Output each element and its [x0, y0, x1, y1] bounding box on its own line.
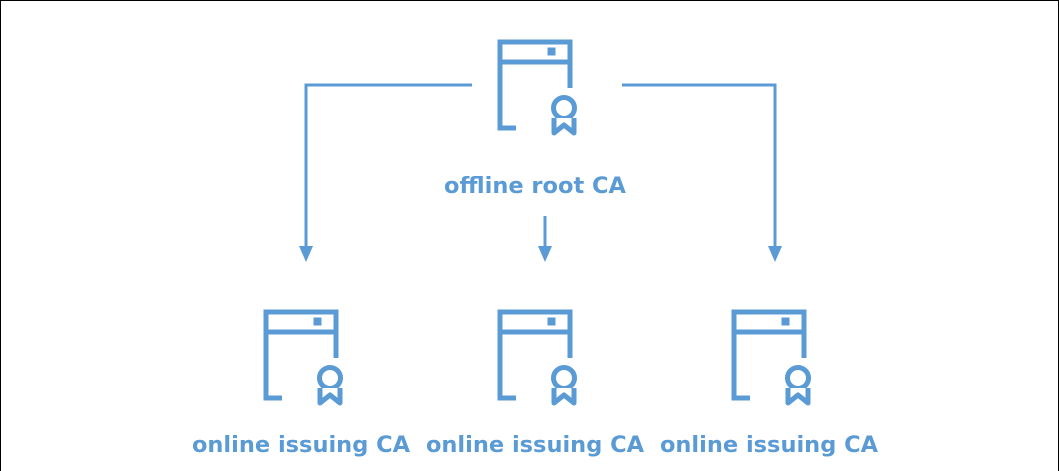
issuing-ca-server-icon [734, 312, 809, 403]
root-ca-label: offline root CA [444, 173, 627, 199]
issuing-ca-label: online issuing CA [192, 432, 411, 458]
connectors [299, 83, 782, 262]
arrow-head [299, 246, 313, 262]
issuing-ca-server-icon [266, 312, 341, 403]
connector-left [304, 83, 472, 250]
issuing-ca-label: online issuing CA [426, 432, 645, 458]
arrow-head [768, 246, 782, 262]
labels: offline root CA online issuing CA online i… [192, 173, 879, 458]
arrow-head [538, 246, 552, 262]
nodes [266, 42, 809, 403]
issuing-ca-label: online issuing CA [660, 432, 879, 458]
root-ca-server-icon [500, 42, 575, 133]
connector-right [622, 83, 777, 250]
issuing-ca-server-icon [500, 312, 575, 403]
